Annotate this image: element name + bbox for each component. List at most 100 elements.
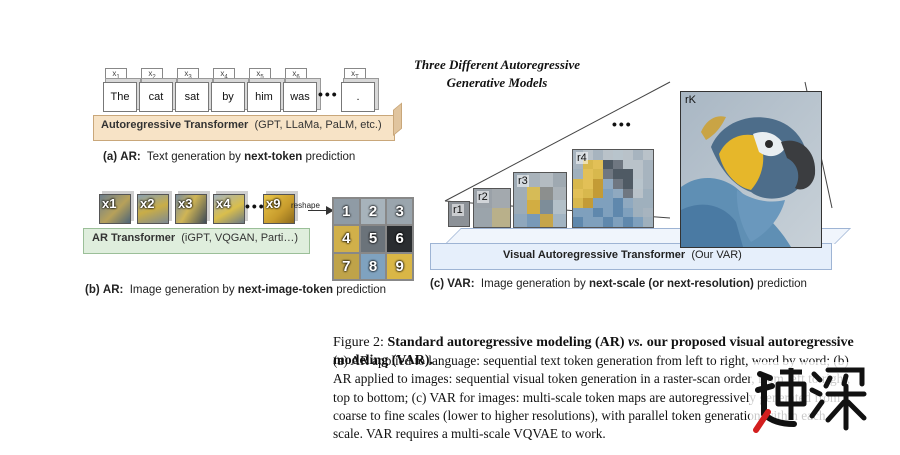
figure-title-part2: our proposed visual autoregressive model… [333,335,854,368]
mosaic-pixel [643,188,653,199]
word-token: The [103,82,137,112]
grid-cell: 3 [387,199,412,225]
ar-transformer-block [93,115,395,141]
scale-map-r4: r4 [572,149,654,228]
figure-title-vs: vs. [628,335,644,350]
mosaic-pixel [593,159,603,170]
image-token: x9 [263,194,295,224]
mosaic-pixel [573,217,583,227]
grid-cell: 2 [360,199,386,225]
scale-map-r3: r3 [513,172,567,228]
mosaic-pixel [603,178,613,189]
word-token: sat [175,82,209,112]
mosaic-pixel [623,178,633,189]
word-token: . [341,82,375,112]
mosaic-pixel [573,188,583,199]
grid-cell: 9 [387,253,412,279]
image-token: x1 [99,194,131,224]
ar-image-transformer-block [83,228,310,254]
image-token: x4 [213,194,245,224]
mosaic-pixel [613,217,623,227]
mosaic-pixel [643,198,653,208]
panel-b-caption: (b) AR: Image generation by next-image-t… [85,284,387,296]
mosaic-pixel [583,169,593,179]
grid-cell: 1 [334,199,359,225]
mosaic-pixel [623,150,633,160]
figure-label: Figure 2: [333,335,384,350]
ellipsis-dots: ••• [318,86,339,102]
word-token: him [247,82,281,112]
ar-transformer-label: Autoregressive Transformer (GPT, LLaMa, … [101,119,382,131]
mosaic-pixel [603,159,613,170]
mosaic-pixel [583,188,593,199]
panel-c-caption: (c) VAR: Image generation by next-scale … [430,278,807,290]
mosaic-pixel [583,150,593,160]
watermark-logo [750,354,870,434]
grid-cell: 7 [334,253,359,279]
mosaic-pixel [583,217,593,227]
image-token: x2 [137,194,169,224]
scale-map-rK: rK [680,91,822,248]
mosaic-pixel [593,150,603,160]
word-token: cat [139,82,173,112]
x-label: x5 [249,68,271,81]
mosaic-pixel [583,198,593,208]
mosaic-pixel [633,207,643,218]
mosaic-pixel [633,159,643,170]
mosaic-pixel [603,188,613,199]
mosaic-pixel [593,207,603,218]
scale-map-r1: r1 [448,201,470,227]
watermark-calligraphy-icon [750,362,868,433]
mosaic-pixel [613,198,623,208]
mosaic-pixel [593,188,603,199]
grid-cell: 8 [360,253,386,279]
mosaic-pixel [623,169,633,179]
x-label: x4 [213,68,235,81]
x-label: x1 [105,68,127,81]
ar-transformer-block-side [393,102,402,136]
mosaic-pixel [643,178,653,189]
figure-caption-title: Figure 2: Standard autoregressive modeli… [333,334,873,370]
mosaic-pixel [623,217,633,227]
reshaped-token-grid: 1 2 3 4 5 6 7 8 9 [332,197,414,281]
var-transformer-label: Visual Autoregressive Transformer (Our V… [503,249,742,261]
mosaic-pixel [633,178,643,189]
mosaic-pixel [633,188,643,199]
mosaic-pixel [593,198,603,208]
mosaic-pixel [573,169,583,179]
mosaic-pixel [643,207,653,218]
grid-cell: 6 [387,226,412,252]
mosaic-pixel [623,207,633,218]
word-token: by [211,82,245,112]
diagram-title-line1: Three Different Autoregressive [413,57,581,72]
x-label: xT [344,68,366,81]
mosaic-pixel [643,159,653,170]
mosaic-pixel [583,159,593,170]
mosaic-pixel [613,207,623,218]
x-label: x6 [285,68,307,81]
x-label: x2 [141,68,163,81]
mosaic-pixel [603,217,613,227]
mosaic-pixel [573,198,583,208]
parrot-image [681,92,821,247]
mosaic-pixel [593,169,603,179]
word-token: was [283,82,317,112]
mosaic-pixel [623,198,633,208]
mosaic-pixel [643,150,653,160]
mosaic-pixel [613,169,623,179]
ar-image-transformer-label: AR Transformer (iGPT, VQGAN, Parti…) [92,232,299,244]
mosaic-pixel [573,207,583,218]
mosaic-pixel [633,150,643,160]
ellipsis-dots: ••• [245,198,266,214]
scale-map-r2: r2 [473,188,511,228]
mosaic-pixel [613,150,623,160]
mosaic-pixel [603,207,613,218]
mosaic-pixel [623,159,633,170]
diagram-title-line2: Generative Models [446,75,548,90]
arrow-head-icon [326,206,334,215]
mosaic-pixel [603,198,613,208]
figure-title-part1: Standard autoregressive modeling (AR) [387,335,625,350]
mosaic-pixel [583,207,593,218]
reshape-label: reshape [291,201,320,210]
diagram-title: Three Different Autoregressive Generativ… [388,56,606,92]
